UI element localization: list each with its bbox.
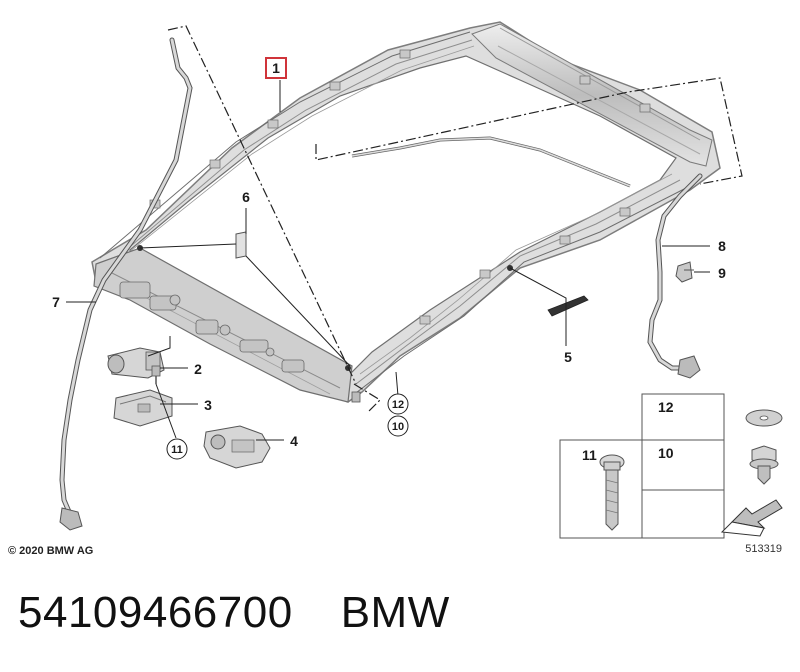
legend-label-12: 12 (658, 399, 674, 415)
leader-lines (66, 80, 710, 441)
callout-label-3: 3 (204, 397, 212, 413)
clip-part-9 (675, 261, 694, 283)
circled-ref-10: 10 (387, 415, 409, 437)
brand-name: BMW (340, 588, 450, 637)
long-screw-icon (599, 454, 625, 531)
part-number-footer: 54109466700 BMW (18, 588, 450, 638)
callout-label-9: 9 (718, 265, 726, 281)
callout-label-7: 7 (52, 294, 60, 310)
hardware-legend: 12 11 10 (559, 393, 783, 539)
callout-label-5: 5 (564, 349, 572, 365)
callout-label-2: 2 (194, 361, 202, 377)
washer-icon (745, 409, 783, 427)
screw-small (151, 365, 161, 384)
drive-unit-part-4 (203, 425, 271, 469)
seal-strip-part-5 (547, 295, 589, 317)
screw-small-2 (351, 391, 361, 403)
highlight-box (265, 57, 287, 79)
legend-label-11: 11 (582, 447, 597, 463)
callout-1: 1 (265, 57, 287, 79)
circled-ref-11: 11 (166, 438, 188, 460)
front-mechanism (119, 281, 305, 373)
drain-hose-front (59, 37, 193, 531)
svg-text:10: 10 (392, 421, 404, 433)
callout-label-8: 8 (718, 238, 726, 254)
bracket-part-6 (235, 231, 247, 259)
svg-text:11: 11 (171, 444, 183, 456)
svg-text:12: 12 (392, 399, 404, 411)
hex-bolt-icon (749, 445, 779, 485)
control-unit-part-3 (113, 389, 173, 427)
sunroof-frame (91, 21, 721, 403)
drain-hose-rear (647, 173, 703, 379)
copyright-text: © 2020 BMW AG (8, 545, 93, 557)
callout-label-1: 1 (272, 60, 280, 76)
dash-dot-lines (167, 25, 743, 413)
callout-label-6: 6 (242, 189, 250, 205)
part-number: 54109466700 (18, 588, 293, 637)
direction-arrow-icon (720, 499, 783, 537)
image-number: 513319 (745, 543, 782, 555)
legend-label-10: 10 (658, 445, 674, 461)
callout-label-4: 4 (290, 433, 298, 449)
circled-ref-12: 12 (387, 393, 409, 415)
